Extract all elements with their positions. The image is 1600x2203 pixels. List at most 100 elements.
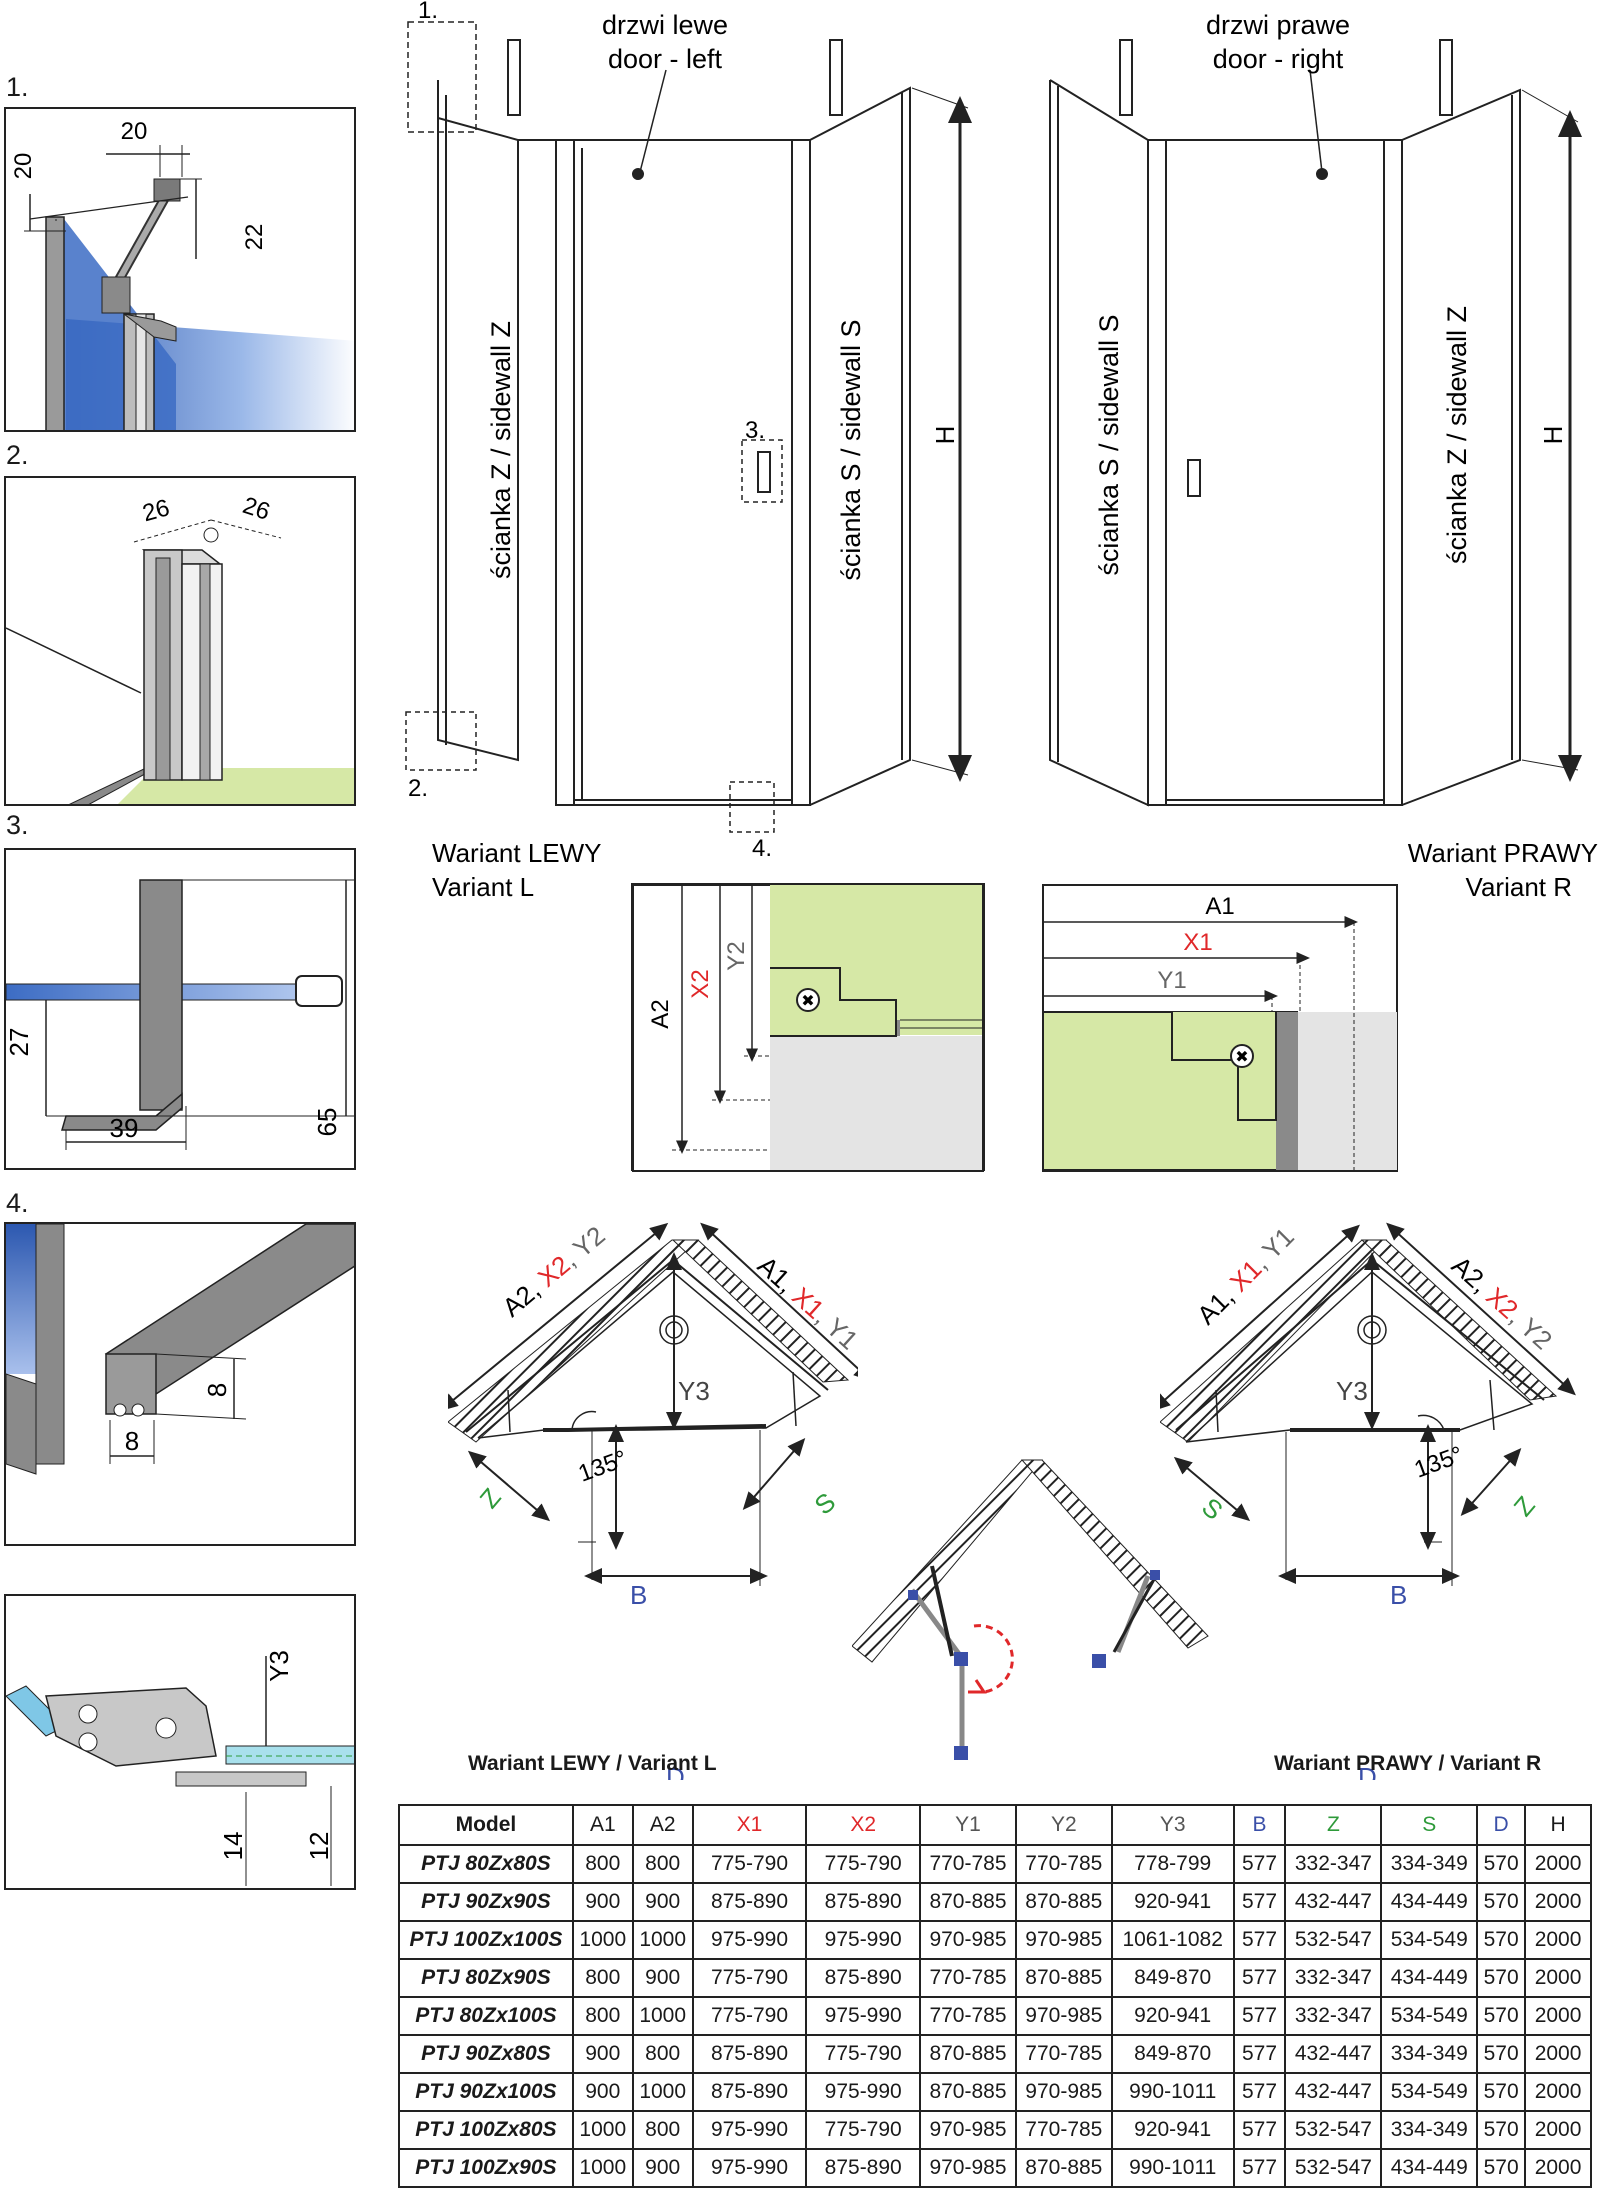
- plan-view-right: [1160, 1222, 1576, 1586]
- table-cell: 770-785: [1014, 2034, 1113, 2074]
- header-h: H: [1524, 1804, 1592, 1846]
- detail-panel-5: Y3 14 12: [4, 1594, 356, 1890]
- table-cell: 2000: [1524, 2034, 1592, 2074]
- table-cell-model: PTJ 90Zx100S: [398, 2072, 574, 2112]
- header-y1: Y1: [919, 1804, 1017, 1846]
- table-cell: 778-799: [1110, 1844, 1235, 1884]
- header-y2: Y2: [1014, 1804, 1113, 1846]
- table-cell: 920-941: [1110, 2110, 1235, 2150]
- detail-number-2: 2.: [6, 440, 29, 470]
- table-cell: 577: [1232, 2072, 1287, 2112]
- table-cell: 900: [631, 1958, 694, 1998]
- table-cell: 970-985: [919, 1920, 1017, 1960]
- wall-s-right-label: ścianka S / sidewall S: [1094, 314, 1124, 575]
- table-cell-model: PTJ 90Zx90S: [398, 1882, 574, 1922]
- table-cell: 570: [1476, 2072, 1527, 2112]
- detail-3-dim-c: 65: [312, 1108, 342, 1137]
- table-cell: 577: [1232, 1958, 1287, 1998]
- door-swing-diagram: [852, 1459, 1209, 1760]
- table-cell: 570: [1476, 1882, 1527, 1922]
- table-cell: 870-885: [1014, 1882, 1113, 1922]
- plan-right-d: D: [1358, 1762, 1377, 1780]
- table-cell: 920-941: [1110, 1996, 1235, 2036]
- detail-1-dim-c: 22: [241, 224, 268, 251]
- table-cell: 577: [1232, 2148, 1287, 2188]
- plan-left-d: D: [666, 1762, 685, 1780]
- table-cell: 875-890: [805, 2148, 922, 2188]
- table-cell: 570: [1476, 2110, 1527, 2150]
- variant-left-en: Variant L: [432, 872, 534, 902]
- table-cell: 970-985: [1014, 1920, 1113, 1960]
- height-left-label: H: [930, 426, 960, 445]
- table-cell: 800: [631, 1844, 694, 1884]
- table-cell: 1000: [631, 2072, 694, 2112]
- table-cell-model: PTJ 100Zx100S: [398, 1920, 574, 1960]
- corner-detail-left-drawing: ✖ A2 X2 Y2: [632, 884, 984, 1172]
- table-cell: 800: [631, 2034, 694, 2074]
- detail-5-dim-b: 12: [304, 1832, 334, 1861]
- plan-left-top-left-label: A2, X2, Y2: [497, 1220, 611, 1323]
- table-cell: 970-985: [1014, 1996, 1113, 2036]
- table-cell: 570: [1476, 1844, 1527, 1884]
- table-cell: 577: [1232, 1882, 1287, 1922]
- wall-z-right-label: ścianka Z / sidewall Z: [1442, 306, 1472, 564]
- corner-left-a2: A2: [647, 999, 674, 1028]
- callout-3: 3.: [745, 417, 765, 444]
- table-cell: 900: [571, 1882, 634, 1922]
- table-cell: 570: [1476, 1920, 1527, 1960]
- table-cell: 577: [1232, 2110, 1287, 2150]
- table-cell: 434-449: [1380, 2148, 1479, 2188]
- table-cell: 975-990: [805, 1920, 922, 1960]
- header-y3: Y3: [1110, 1804, 1235, 1846]
- header-model: Model: [398, 1804, 574, 1846]
- detail-3-drawing: 27 39 65: [6, 879, 354, 1150]
- table-cell: 975-990: [691, 2110, 808, 2150]
- table-cell: 534-549: [1380, 1920, 1479, 1960]
- table-cell: 875-890: [805, 1882, 922, 1922]
- table-cell: 900: [631, 2148, 694, 2188]
- detail-panel-1: 20 20 22: [4, 107, 356, 432]
- table-header-row: Model A1 A2 X1 X2 Y1 Y2 Y3 B Z S D H: [398, 1804, 1592, 1846]
- header-b: B: [1232, 1804, 1287, 1846]
- table-cell: 332-347: [1284, 1996, 1383, 2036]
- table-cell: 532-547: [1284, 1920, 1383, 1960]
- table-cell: 990-1011: [1110, 2148, 1235, 2188]
- table-cell: 770-785: [919, 1958, 1017, 1998]
- table-cell: 800: [571, 1958, 634, 1998]
- table-cell: 1000: [571, 2148, 634, 2188]
- plan-right-top-right-label: A2, X2, Y2: [1446, 1250, 1558, 1355]
- table-cell: 870-885: [919, 2034, 1017, 2074]
- plan-right-caption: Wariant PRAWY / Variant R: [1274, 1752, 1542, 1775]
- table-cell: 870-885: [1014, 1958, 1113, 1998]
- table-cell: 432-447: [1284, 2034, 1383, 2074]
- table-cell: 534-549: [1380, 2072, 1479, 2112]
- corner-right-x1: X1: [1183, 929, 1212, 956]
- variant-right-en: Variant R: [1466, 872, 1572, 902]
- plan-right-labels: A1, X1, Y1 A2, X2, Y2 Y3 S Z 135° B D: [1191, 1221, 1558, 1780]
- table-cell: 770-785: [1014, 1844, 1113, 1884]
- corner-right-y1: Y1: [1157, 967, 1186, 994]
- detail-2-drawing: 26 26: [6, 492, 354, 804]
- callout-2: 2.: [408, 775, 428, 802]
- table-cell: 875-890: [805, 1958, 922, 1998]
- table-cell: 900: [631, 1882, 694, 1922]
- table-cell: 975-990: [805, 1996, 922, 2036]
- detail-number-1: 1.: [6, 72, 29, 102]
- table-cell: 875-890: [691, 1882, 808, 1922]
- table-cell: 577: [1232, 1920, 1287, 1960]
- table-cell: 800: [571, 1996, 634, 2036]
- table-cell: 534-549: [1380, 1996, 1479, 2036]
- corner-left-x2: X2: [687, 969, 714, 998]
- table-cell: 900: [571, 2072, 634, 2112]
- table-cell: 870-885: [1014, 2148, 1113, 2188]
- table-cell: 1000: [571, 2110, 634, 2150]
- plan-left-caption: Wariant LEWY / Variant L: [468, 1752, 717, 1775]
- table-cell: 432-447: [1284, 1882, 1383, 1922]
- detail-panel-3: 27 39 65: [4, 848, 356, 1170]
